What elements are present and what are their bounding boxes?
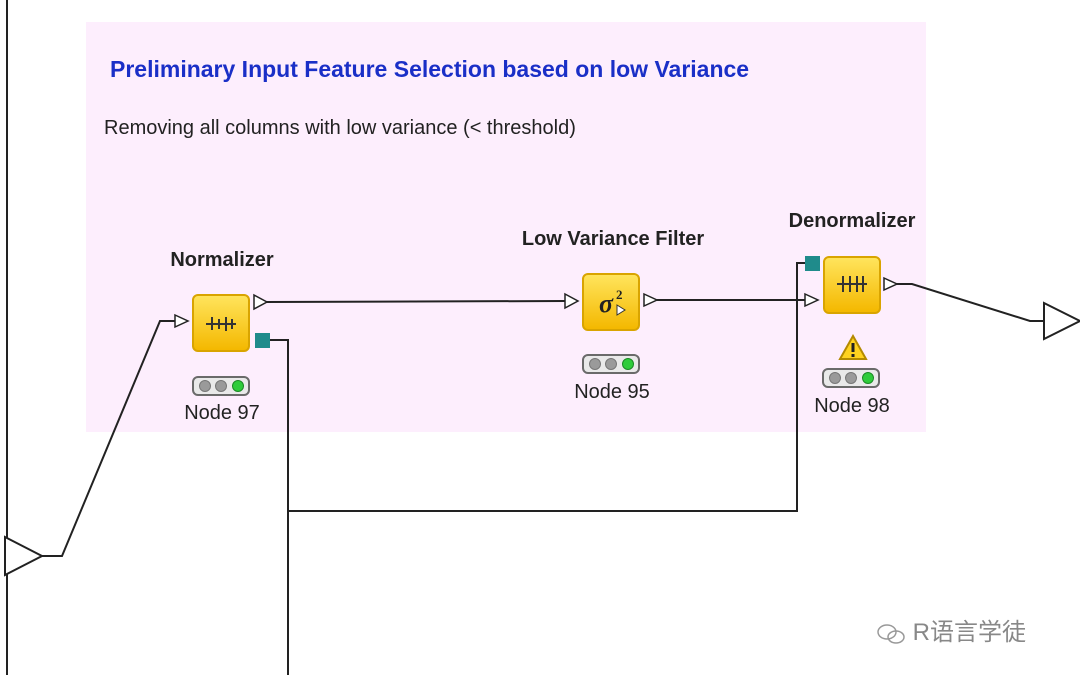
status-lights-normalizer xyxy=(192,376,250,396)
denormalizer-icon xyxy=(837,276,867,292)
connection-input-normalizer[interactable] xyxy=(42,320,175,557)
node-label-low-variance-filter[interactable]: Node 95 xyxy=(574,381,650,403)
node-label-denormalizer[interactable]: Node 98 xyxy=(814,395,890,417)
svg-text:2: 2 xyxy=(616,287,623,302)
wechat-icon xyxy=(877,623,905,644)
node-name-normalizer[interactable]: Normalizer xyxy=(170,249,274,271)
status-light-green xyxy=(861,372,874,384)
metanode-input-port[interactable] xyxy=(4,535,45,577)
status-light-green xyxy=(231,380,244,392)
metanode-output-port[interactable] xyxy=(1043,301,1080,341)
svg-text:σ: σ xyxy=(599,289,614,318)
node-denormalizer[interactable] xyxy=(823,256,881,314)
denormalizer-model-port[interactable] xyxy=(805,256,820,271)
status-light-yellow xyxy=(845,372,857,384)
lowvariance-in-port[interactable] xyxy=(564,292,580,310)
node-name-low-variance-filter[interactable]: Low Variance Filter xyxy=(521,228,705,250)
node-normalizer[interactable] xyxy=(192,294,250,352)
annotation-text: Removing all columns with low variance (… xyxy=(104,117,576,139)
status-lights-denormalizer xyxy=(822,368,880,388)
normalizer-icon xyxy=(206,317,236,331)
connection-denormalizer-output[interactable] xyxy=(896,283,1044,322)
status-light-green xyxy=(621,358,634,370)
warning-icon[interactable] xyxy=(838,334,868,361)
normalizer-out-port[interactable] xyxy=(253,293,269,311)
status-light-red xyxy=(198,380,211,392)
connection-model-normalizer-denormalizer[interactable] xyxy=(270,262,805,512)
status-light-yellow xyxy=(605,358,617,370)
low-variance-filter-icon: σ 2 xyxy=(599,287,626,318)
status-light-yellow xyxy=(215,380,227,392)
denormalizer-in-port[interactable] xyxy=(804,292,820,308)
node-name-denormalizer[interactable]: Denormalizer xyxy=(788,210,916,232)
watermark-text: R语言学徒 xyxy=(912,619,1027,646)
status-light-red xyxy=(588,358,601,370)
node-label-normalizer[interactable]: Node 97 xyxy=(184,402,260,424)
connection-normalizer-lowvariance[interactable] xyxy=(265,300,566,303)
node-low-variance-filter[interactable]: σ 2 xyxy=(582,273,640,331)
normalizer-model-port[interactable] xyxy=(255,333,270,348)
normalizer-in-port[interactable] xyxy=(174,313,190,329)
annotation-title: Preliminary Input Feature Selection base… xyxy=(110,56,750,82)
lowvariance-out-port[interactable] xyxy=(643,292,659,308)
status-light-red xyxy=(828,372,841,384)
denormalizer-out-port[interactable] xyxy=(883,276,899,292)
watermark: R语言学徒 xyxy=(876,612,1026,647)
workflow-annotation[interactable] xyxy=(86,22,926,432)
status-lights-low-variance-filter xyxy=(582,354,640,374)
